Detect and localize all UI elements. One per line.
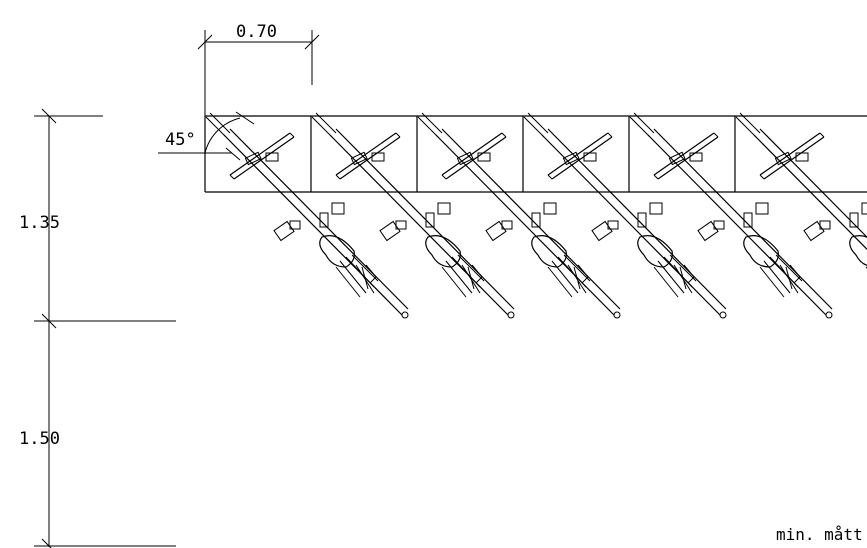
angle-annotation: 45° xyxy=(158,111,255,161)
bicycle-5 xyxy=(629,112,833,319)
bay-width-label: 0.70 xyxy=(236,22,277,42)
bay-width-dimension: 0.70 xyxy=(197,22,320,118)
depth-dimension: 1.35 1.50 xyxy=(19,108,176,548)
bicycle-4 xyxy=(523,112,727,319)
min-dimensions-note: min. mått xyxy=(776,525,863,544)
angle-label: 45° xyxy=(165,130,196,150)
bicycle-3 xyxy=(417,112,621,319)
rack-frame xyxy=(204,115,867,193)
bicycle-2 xyxy=(311,112,515,319)
bicycles xyxy=(205,112,867,319)
rack-depth-label: 1.35 xyxy=(19,213,60,233)
bicycle-1 xyxy=(205,112,409,319)
aisle-width-label: 1.50 xyxy=(19,429,60,449)
bicycle-6 xyxy=(735,112,867,319)
